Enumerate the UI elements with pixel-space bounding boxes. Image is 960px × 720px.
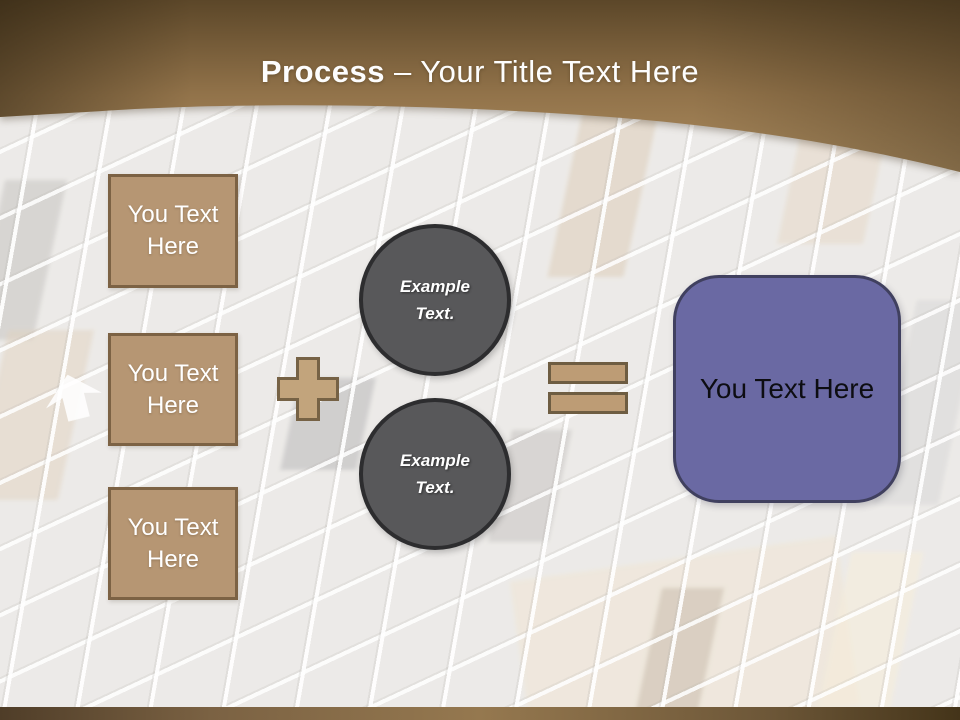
result-box[interactable]: You Text Here (673, 275, 901, 503)
circle-label: Example Text. (400, 277, 470, 323)
process-box-3[interactable]: You Text Here (108, 487, 238, 600)
process-box-1[interactable]: You Text Here (108, 174, 238, 288)
header-wave-band (0, 0, 960, 172)
example-circle-2[interactable]: Example Text. (359, 398, 511, 550)
circle-label: Example Text. (400, 451, 470, 497)
title-lead: Process (260, 54, 386, 89)
equals-bar-bottom (548, 392, 628, 414)
footer-bar (0, 707, 960, 720)
slide-title: Process– Your Title Text Here (0, 54, 960, 90)
equals-bar-top (548, 362, 628, 384)
equals-icon[interactable] (548, 362, 628, 414)
process-box-label: You Text Here (127, 201, 219, 260)
process-box-label: You Text Here (127, 513, 219, 573)
result-box-label: You Text Here (699, 373, 875, 404)
process-box-label: You Text Here (127, 359, 219, 419)
title-rest: – Your Title Text Here (394, 54, 700, 89)
process-box-2[interactable]: You Text Here (108, 333, 238, 446)
example-circle-1[interactable]: Example Text. (359, 224, 511, 376)
plus-icon[interactable] (277, 357, 339, 421)
